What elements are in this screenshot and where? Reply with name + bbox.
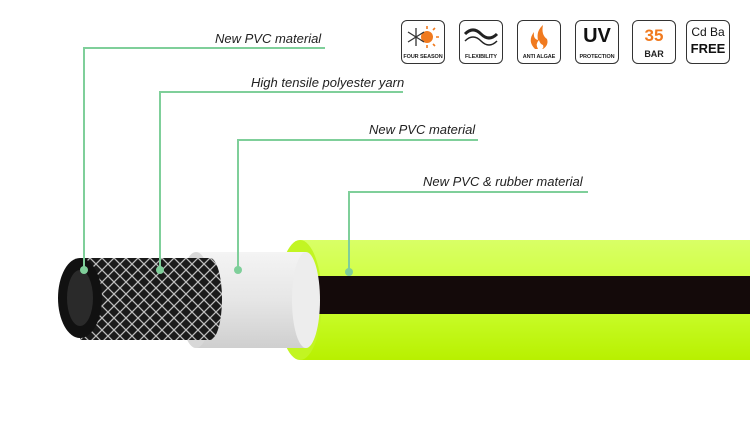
layer-label-middle: New PVC material: [369, 122, 476, 137]
uv-protection-feature: UV PROTECTION: [575, 20, 619, 64]
flame-algae-icon: [530, 25, 548, 49]
cd-ba-free-icon: Cd Ba: [691, 25, 725, 39]
layer-label-inner: New PVC material: [215, 31, 322, 46]
layer-label-outer: New PVC & rubber material: [423, 174, 583, 189]
uv-icon: UV: [583, 25, 611, 47]
layer-label-yarn: High tensile polyester yarn: [251, 75, 405, 90]
four-season-feature: FOUR SEASON: [401, 20, 445, 64]
anti-algae-feature: ANTI ALGAE: [517, 20, 561, 64]
leader-dots: [80, 266, 353, 276]
anti-algae-caption: ANTI ALGAE: [522, 54, 556, 60]
pressure-caption: BAR: [644, 49, 664, 59]
pressure-icon: 35: [644, 26, 664, 45]
flexibility-feature: FLEXIBILITY: [459, 20, 503, 64]
sun-snowflake-icon: [407, 26, 439, 48]
free-label: FREE: [690, 41, 726, 56]
cd-ba-free-feature: Cd Ba FREE: [686, 20, 730, 64]
four-season-caption: FOUR SEASON: [403, 54, 443, 60]
hose-stripe: [314, 276, 750, 314]
uv-caption: PROTECTION: [579, 54, 615, 60]
leader-lines: [83, 47, 588, 272]
flexibility-caption: FLEXIBILITY: [465, 54, 497, 60]
wave-flexibility-icon: [463, 28, 499, 46]
pressure-feature: 35 BAR: [632, 20, 676, 64]
inner-pvc-layer: [58, 258, 102, 338]
